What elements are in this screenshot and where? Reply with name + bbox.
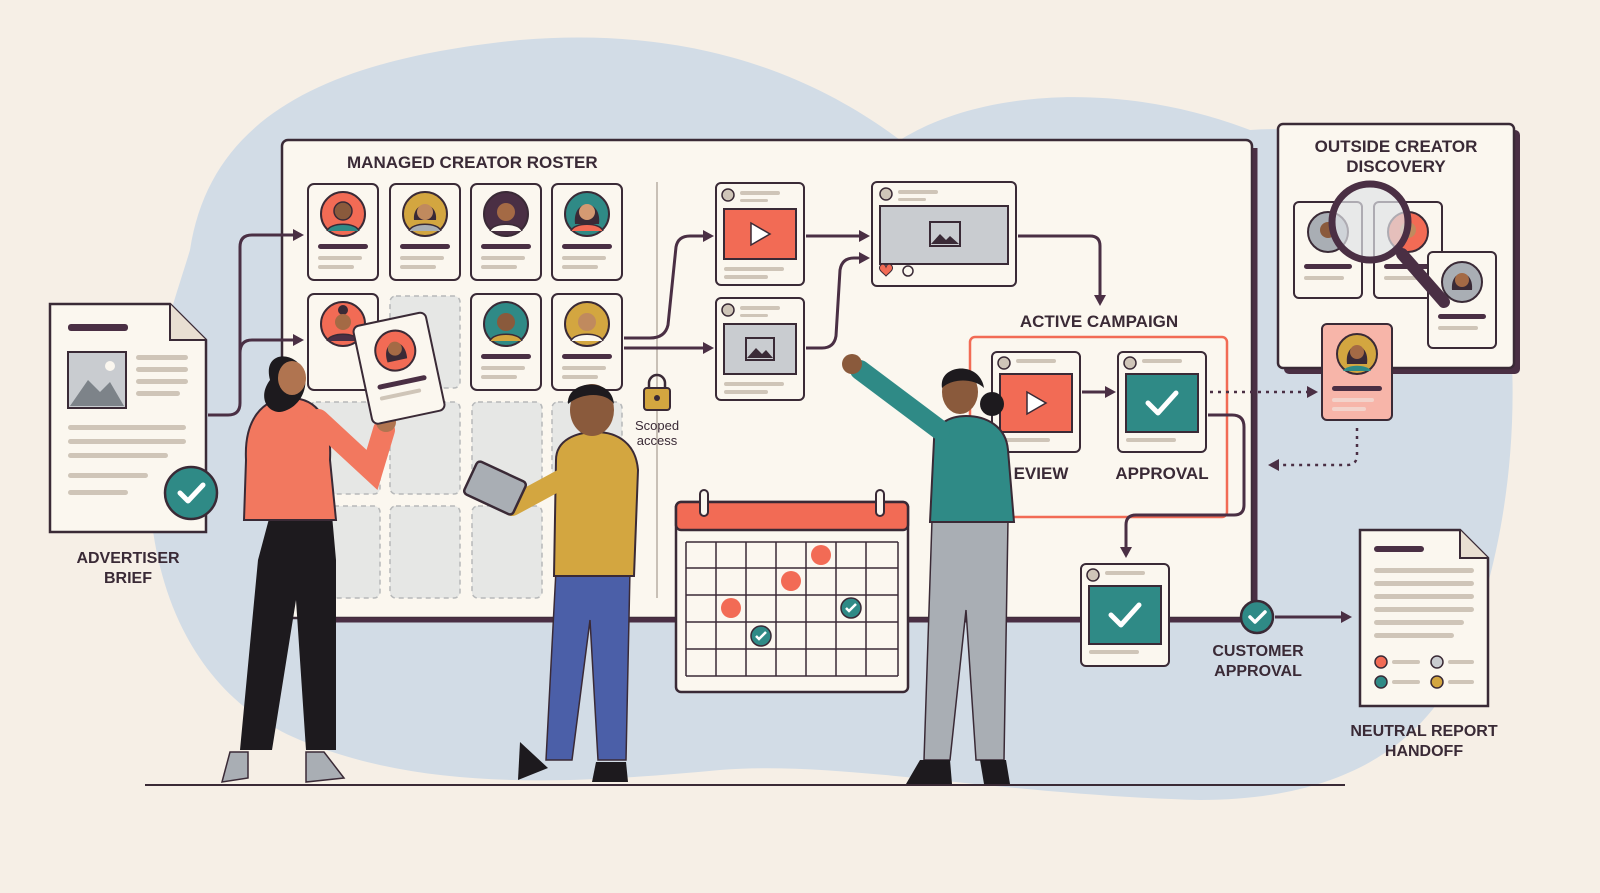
advertiser-brief-label: ADVERTISER — [76, 550, 180, 567]
person-man-with-tablet — [462, 384, 640, 782]
neutral-report-document — [1358, 528, 1490, 708]
approval-to-customer-arrow — [1124, 413, 1246, 548]
arrowhead — [1307, 386, 1318, 398]
comment-icon — [902, 265, 914, 277]
arrowhead — [1341, 611, 1352, 623]
image-post-card[interactable] — [715, 297, 805, 401]
creator-card[interactable] — [470, 183, 542, 281]
calendar-icon — [674, 489, 910, 694]
customer-approval-label: APPROVAL — [1214, 663, 1302, 680]
outside-discovery-label: DISCOVERY — [1346, 157, 1446, 176]
arrowhead — [1268, 459, 1279, 471]
scoped-access-label: Scoped — [635, 418, 679, 433]
checkmark-icon — [163, 465, 219, 521]
creator-card[interactable] — [389, 183, 461, 281]
approval-card[interactable] — [1117, 351, 1207, 453]
advertiser-brief-label: BRIEF — [104, 570, 152, 587]
arrowheads — [293, 229, 304, 346]
magnifier-icon — [1328, 180, 1450, 308]
active-campaign-label: ACTIVE CAMPAIGN — [1020, 312, 1178, 331]
padlock-icon — [643, 373, 671, 411]
heart-icon — [879, 263, 893, 277]
neutral-report-label: HANDOFF — [1385, 743, 1463, 760]
outside-creator-card[interactable] — [1427, 251, 1497, 349]
neutral-report-label: NEUTRAL REPORT — [1350, 723, 1497, 740]
review-card[interactable] — [991, 351, 1081, 453]
customer-approval-card[interactable] — [1080, 563, 1170, 667]
arrowheads — [703, 230, 1106, 354]
advertiser-brief-document — [48, 302, 208, 534]
outside-discovery-label: OUTSIDE CREATOR — [1315, 137, 1478, 156]
arrowhead — [1120, 547, 1132, 558]
video-post-card[interactable] — [715, 182, 805, 286]
person-woman-pointing — [842, 354, 1016, 784]
arrowhead — [1105, 386, 1116, 398]
creator-card[interactable] — [551, 183, 623, 281]
creator-card[interactable] — [307, 183, 379, 281]
creator-card[interactable] — [551, 293, 623, 391]
brief-connector-arrows — [208, 233, 296, 417]
checkmark-icon — [1239, 599, 1275, 635]
customer-approval-label: CUSTOMER — [1212, 643, 1304, 660]
scoped-access-label: access — [637, 433, 678, 448]
roster-title: MANAGED CREATOR ROSTER — [347, 153, 598, 172]
creator-card[interactable] — [470, 293, 542, 391]
selected-outside-creator-card[interactable] — [1321, 323, 1393, 421]
review-label: EVIEW — [1014, 464, 1070, 483]
content-flow-arrows — [624, 234, 1102, 350]
person-woman-holding-card — [220, 356, 396, 783]
published-post-card[interactable] — [871, 181, 1017, 287]
approval-label: APPROVAL — [1115, 464, 1208, 483]
held-creator-card[interactable] — [352, 311, 446, 425]
